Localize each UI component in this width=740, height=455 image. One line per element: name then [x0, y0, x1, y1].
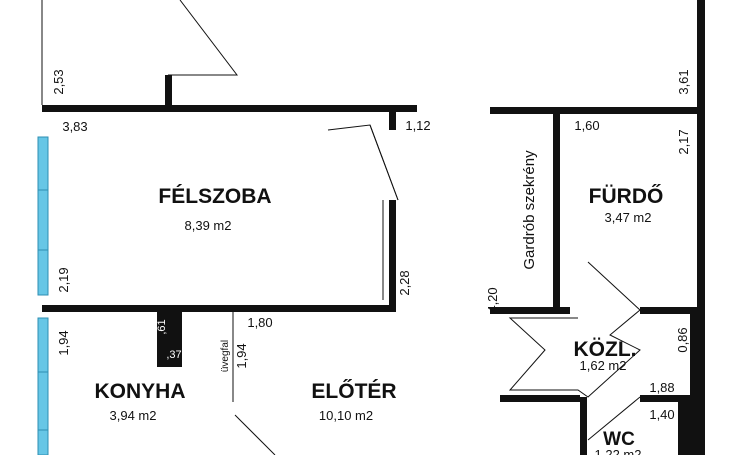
wall-wc-left [580, 397, 587, 455]
wall-kozl-right [690, 314, 697, 404]
room-area-furdo: 3,47 m2 [605, 210, 652, 225]
dim-1-94-left: 1,94 [56, 330, 71, 355]
door-leaf-felszoba [369, 124, 399, 201]
label-uvegfal: üvegfal [220, 340, 231, 372]
room-name-konyha: KONYHA [94, 380, 185, 403]
wall-top-left [42, 105, 417, 112]
dim-3-61: 3,61 [676, 69, 691, 94]
wall-felszoba-right [389, 200, 396, 312]
wall-gardrob-bottom [490, 307, 570, 314]
wall-furdo-left [553, 114, 560, 314]
wall-stub-top [165, 75, 172, 112]
dim-0-61: ,61 [156, 319, 168, 334]
walls [42, 0, 705, 455]
dim-1-40: 1,40 [649, 407, 674, 422]
room-name-furdo: FÜRDŐ [589, 185, 664, 208]
window-felszoba [37, 136, 49, 296]
wall-furdo-bottom [640, 307, 705, 314]
room-area-eloter: 10,10 m2 [319, 408, 373, 423]
dim-1-12: 1,12 [405, 118, 430, 133]
dim-1-60: 1,60 [574, 118, 599, 133]
dimension-labels: 2,53 3,61 3,83 1,12 1,60 2,17 2,19 2,28 … [51, 69, 691, 422]
wall-right-top [697, 0, 705, 455]
wall-wc-top-right [640, 395, 705, 402]
door-swing-top [168, 0, 239, 76]
room-area-felszoba: 8,39 m2 [185, 218, 232, 233]
dim-2-28: 2,28 [397, 270, 412, 295]
wall-wc-top-left [500, 395, 580, 402]
dim-0-37: ,37 [166, 349, 181, 361]
dim-2-53: 2,53 [51, 69, 66, 94]
dim-1-80: 1,80 [247, 315, 272, 330]
room-name-wc: WC [603, 429, 635, 450]
room-area-kozl: 1,62 m2 [580, 358, 627, 373]
wall-felszoba-right-top [389, 112, 396, 130]
dim-1-94-mid: 1,94 [234, 343, 249, 368]
kitchen-column [157, 312, 182, 367]
room-name-gardrob: Gardrób szekrény [521, 150, 538, 270]
dim-1-88: 1,88 [649, 380, 674, 395]
window-konyha [37, 317, 49, 455]
room-name-eloter: ELŐTÉR [311, 380, 396, 403]
dim-3-83: 3,83 [62, 119, 87, 134]
wall-wc-right-block [678, 397, 698, 455]
dim-2-19: 2,19 [56, 267, 71, 292]
dim-4-20: 4,20 [485, 287, 500, 312]
room-area-wc: 1,22 m2 [595, 447, 642, 455]
door-swings [41, 0, 641, 455]
room-area-konyha: 3,94 m2 [110, 408, 157, 423]
dim-2-17: 2,17 [676, 129, 691, 154]
dim-0-86: 0,86 [675, 327, 690, 352]
door-wc [587, 396, 641, 441]
windows [37, 136, 49, 455]
arrow-kozl [508, 261, 641, 398]
wall-top-right [490, 107, 705, 114]
room-name-kozl: KÖZL. [574, 338, 637, 361]
door-swing-felszoba [327, 124, 399, 201]
room-name-felszoba: FÉLSZOBA [158, 185, 271, 208]
wall-middle [42, 305, 396, 312]
door-eloter [234, 414, 276, 455]
